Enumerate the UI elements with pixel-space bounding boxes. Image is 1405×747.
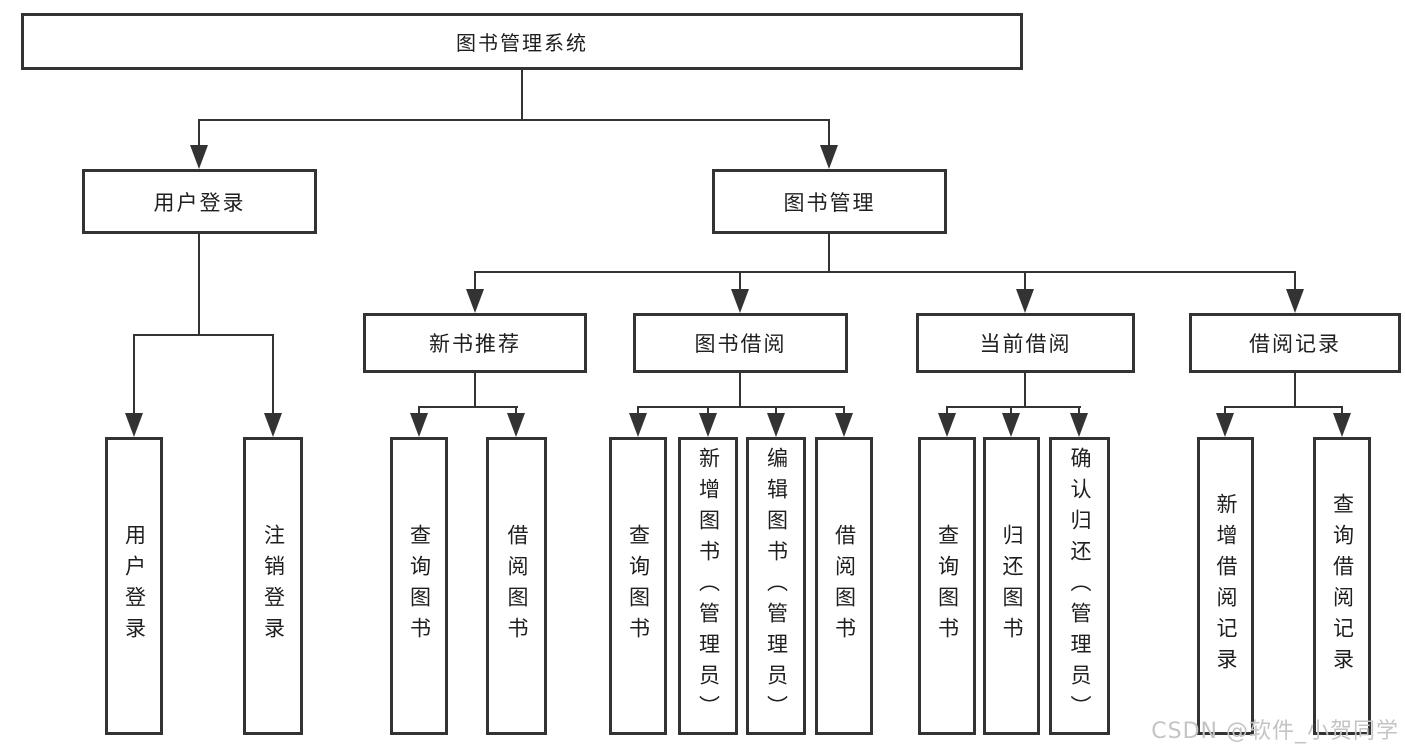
node-leaf-records-add: 新增借阅记录 bbox=[1197, 437, 1254, 735]
node-leaf-current-confirm-admin: 确认归还（管理员） bbox=[1049, 437, 1110, 735]
connector-borrow-bar bbox=[637, 406, 845, 408]
arrow-down-icon bbox=[264, 413, 282, 437]
connector-current-stem bbox=[1024, 373, 1026, 407]
connector-root-stem bbox=[521, 70, 523, 120]
node-leaf-records-add-label: 新增借阅记录 bbox=[1214, 493, 1238, 679]
connector-login-bar bbox=[133, 334, 274, 336]
connector-borrow-stem bbox=[739, 373, 741, 407]
node-leaf-borrow-add-admin-label: 新增图书（管理员） bbox=[696, 446, 721, 726]
node-current-borrow-label: 当前借阅 bbox=[979, 332, 1072, 356]
node-leaf-user-login-label: 用户登录 bbox=[122, 524, 147, 648]
connector-newbook-stem bbox=[474, 373, 476, 407]
node-leaf-borrow-borrow-label: 借阅图书 bbox=[832, 524, 857, 648]
arrow-down-icon bbox=[835, 413, 853, 437]
arrow-down-icon bbox=[190, 145, 208, 169]
connector-drop-newbook bbox=[474, 271, 476, 293]
node-current-borrow: 当前借阅 bbox=[916, 313, 1135, 373]
arrow-down-icon bbox=[466, 289, 484, 313]
connector-newbook-bar bbox=[418, 406, 518, 408]
node-book-mgmt: 图书管理 bbox=[712, 169, 947, 234]
node-root-label: 图书管理系统 bbox=[456, 31, 588, 55]
node-leaf-records-query-label: 查询借阅记录 bbox=[1330, 493, 1355, 679]
node-book-borrow: 图书借阅 bbox=[633, 313, 848, 373]
arrow-down-icon bbox=[1016, 289, 1034, 313]
node-leaf-current-query-label: 查询图书 bbox=[935, 524, 960, 648]
node-leaf-user-login: 用户登录 bbox=[105, 437, 163, 735]
node-leaf-borrow-add-admin: 新增图书（管理员） bbox=[678, 437, 738, 735]
connector-drop-leaf bbox=[775, 406, 777, 418]
connector-drop-book-mgmt bbox=[828, 119, 830, 149]
node-leaf-current-return: 归还图书 bbox=[983, 437, 1040, 735]
connector-current-bar bbox=[946, 406, 1081, 408]
connector-drop-leaf bbox=[272, 334, 274, 416]
node-leaf-newbook-borrow: 借阅图书 bbox=[486, 437, 547, 735]
node-leaf-borrow-query: 查询图书 bbox=[609, 437, 667, 735]
arrow-down-icon bbox=[731, 289, 749, 313]
node-leaf-current-query: 查询图书 bbox=[918, 437, 976, 735]
node-new-book-label: 新书推荐 bbox=[429, 332, 521, 356]
node-new-book: 新书推荐 bbox=[363, 313, 587, 373]
connector-level3-bar bbox=[474, 271, 1296, 273]
connector-drop-user-login bbox=[198, 119, 200, 149]
arrow-down-icon bbox=[1286, 289, 1304, 313]
connector-drop-leaf bbox=[1224, 406, 1226, 418]
node-leaf-newbook-query: 查询图书 bbox=[390, 437, 448, 735]
watermark: CSDN @软件_小贺同学 bbox=[1151, 719, 1399, 744]
connector-drop-leaf bbox=[843, 406, 845, 418]
arrow-down-icon bbox=[629, 413, 647, 437]
connector-root-bar bbox=[198, 119, 830, 121]
connector-drop-leaf bbox=[1078, 406, 1080, 418]
connector-drop-records bbox=[1294, 271, 1296, 293]
connector-drop-leaf bbox=[637, 406, 639, 418]
connector-drop-leaf bbox=[418, 406, 420, 418]
node-root: 图书管理系统 bbox=[21, 13, 1023, 70]
connector-drop-leaf bbox=[1341, 406, 1343, 418]
node-borrow-records-label: 借阅记录 bbox=[1249, 332, 1341, 356]
connector-records-bar bbox=[1224, 406, 1343, 408]
node-leaf-borrow-borrow: 借阅图书 bbox=[815, 437, 873, 735]
node-leaf-borrow-edit-admin: 编辑图书（管理员） bbox=[746, 437, 806, 735]
connector-drop-leaf bbox=[133, 334, 135, 416]
node-borrow-records: 借阅记录 bbox=[1189, 313, 1401, 373]
node-leaf-borrow-query-label: 查询图书 bbox=[626, 524, 651, 648]
arrow-down-icon bbox=[1216, 413, 1234, 437]
connector-drop-leaf bbox=[1010, 406, 1012, 418]
arrow-down-icon bbox=[410, 413, 428, 437]
connector-records-stem bbox=[1294, 373, 1296, 407]
node-leaf-newbook-query-label: 查询图书 bbox=[407, 524, 432, 648]
connector-bookmgmt-stem bbox=[828, 234, 830, 272]
node-user-login-label: 用户登录 bbox=[153, 190, 246, 215]
node-leaf-current-confirm-admin-label: 确认归还（管理员） bbox=[1068, 446, 1092, 726]
node-user-login: 用户登录 bbox=[82, 169, 317, 234]
arrow-down-icon bbox=[1070, 413, 1088, 437]
node-leaf-newbook-borrow-label: 借阅图书 bbox=[505, 524, 529, 648]
node-book-mgmt-label: 图书管理 bbox=[783, 190, 876, 215]
node-leaf-current-return-label: 归还图书 bbox=[1000, 524, 1024, 648]
connector-login-stem bbox=[198, 234, 200, 336]
connector-drop-leaf bbox=[515, 406, 517, 418]
arrow-down-icon bbox=[820, 145, 838, 169]
connector-drop-current bbox=[1024, 271, 1026, 293]
node-book-borrow-label: 图书借阅 bbox=[694, 332, 787, 356]
connector-drop-leaf bbox=[707, 406, 709, 418]
connector-drop-leaf bbox=[946, 406, 948, 418]
arrow-down-icon bbox=[767, 413, 785, 437]
node-leaf-records-query: 查询借阅记录 bbox=[1313, 437, 1371, 735]
node-leaf-logout-label: 注销登录 bbox=[261, 524, 286, 648]
arrow-down-icon bbox=[507, 413, 525, 437]
arrow-down-icon bbox=[1002, 413, 1020, 437]
arrow-down-icon bbox=[699, 413, 717, 437]
node-leaf-logout: 注销登录 bbox=[243, 437, 303, 735]
arrow-down-icon bbox=[938, 413, 956, 437]
connector-drop-borrow bbox=[739, 271, 741, 293]
arrow-down-icon bbox=[125, 413, 143, 437]
node-leaf-borrow-edit-admin-label: 编辑图书（管理员） bbox=[764, 446, 789, 726]
arrow-down-icon bbox=[1333, 413, 1351, 437]
